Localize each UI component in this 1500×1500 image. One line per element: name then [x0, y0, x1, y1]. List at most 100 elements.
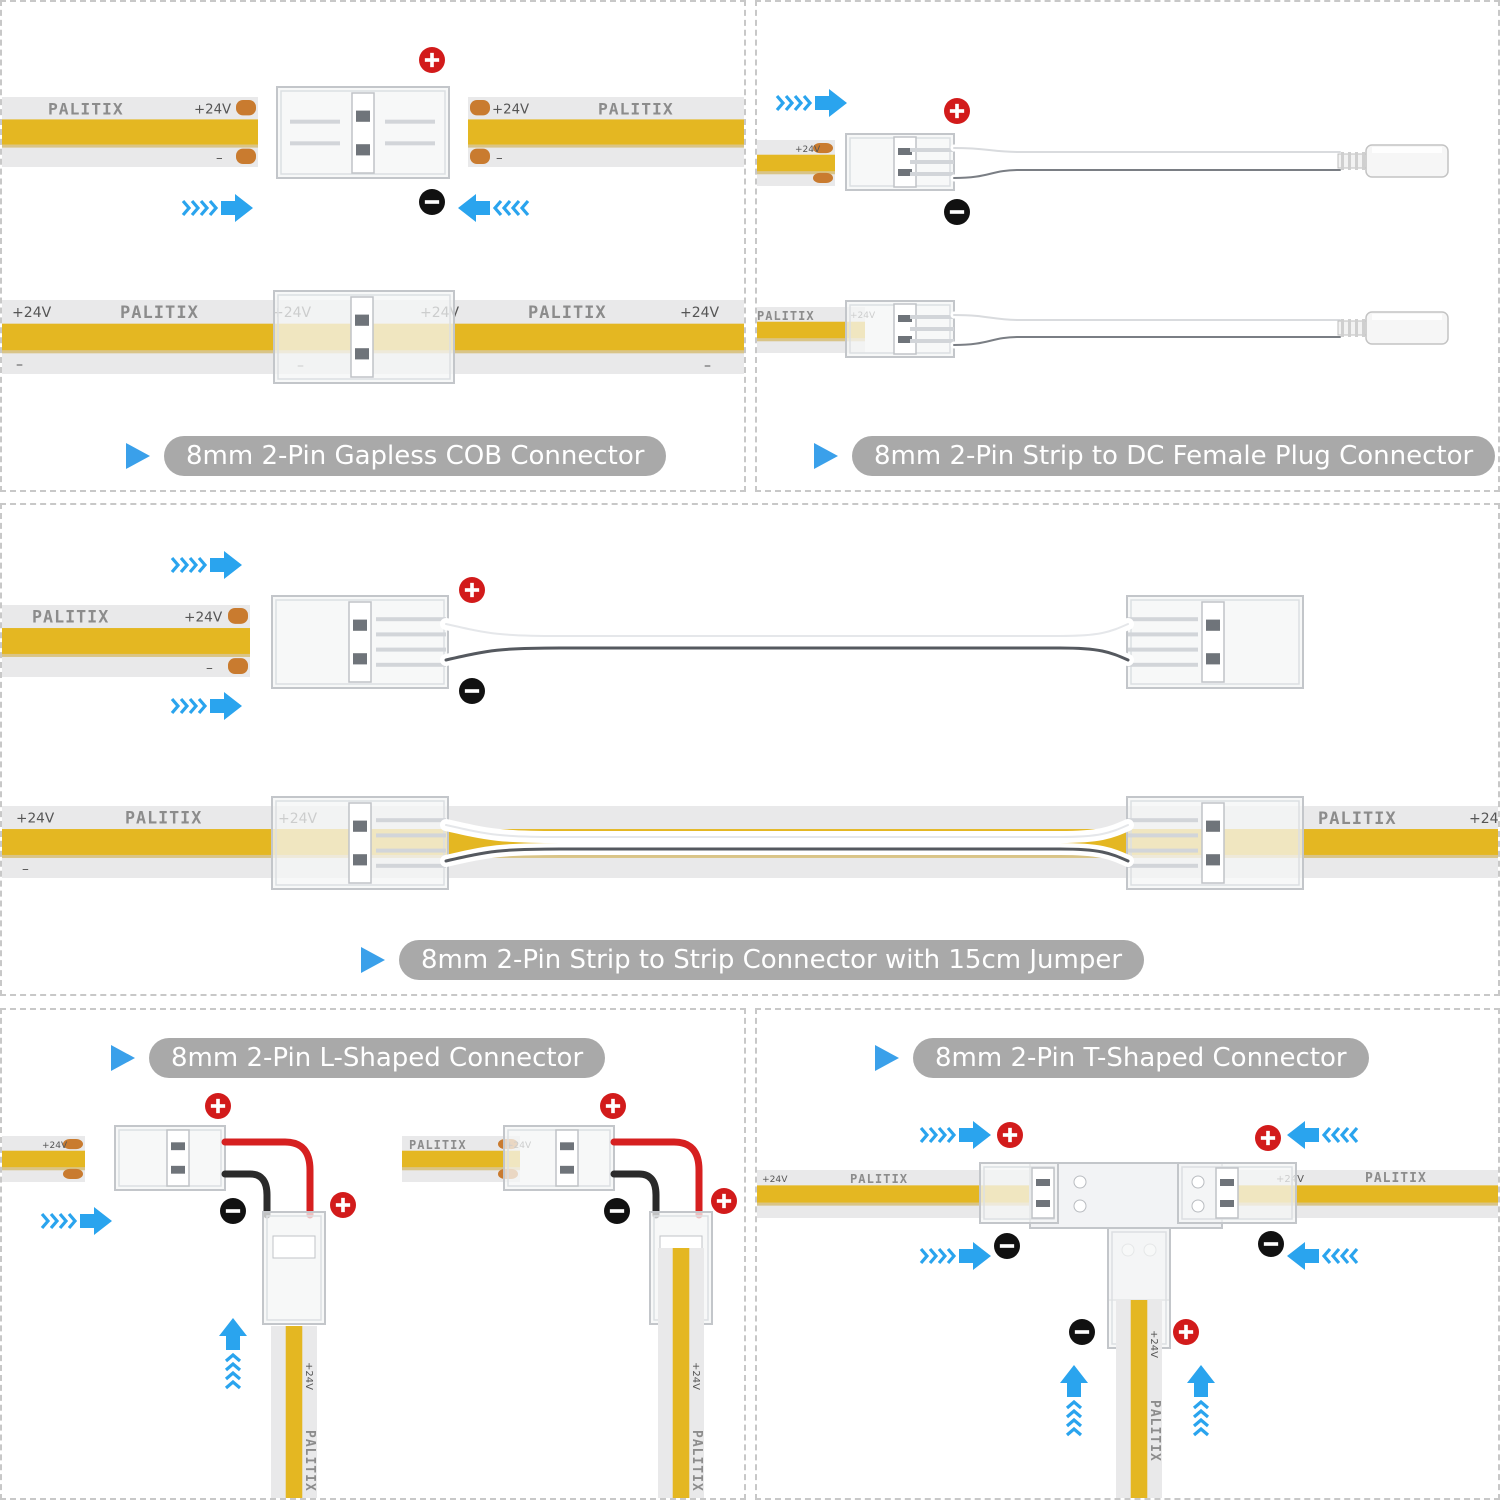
brand-label: PALITIX — [689, 1430, 704, 1492]
minus-circle-icon — [994, 1233, 1020, 1259]
brand-label: PALITIX — [48, 99, 124, 118]
caption-gapless: 8mm 2-Pin Gapless COB Connector — [126, 436, 667, 476]
cable-black-stripe — [953, 336, 1341, 346]
strip-shadow — [2, 1167, 85, 1171]
caption-jumper: 8mm 2-Pin Strip to Strip Connector with … — [361, 940, 1145, 980]
rib — [376, 833, 446, 838]
badge-bar-vertical — [341, 1197, 345, 1213]
arrow-head — [815, 89, 847, 117]
copper-pad-negative — [228, 658, 248, 674]
contact-pin-positive — [560, 1142, 574, 1151]
copper-pad-negative — [470, 148, 490, 164]
strip-shadow — [2, 854, 1498, 858]
play-triangle-icon — [126, 443, 150, 469]
chevron — [197, 697, 208, 715]
chevron — [519, 199, 530, 217]
rib — [1128, 863, 1198, 868]
plus-circle-icon — [1173, 1319, 1199, 1345]
voltage-label: +24V — [1148, 1330, 1159, 1358]
chevron — [784, 94, 795, 112]
copper-pad-positive — [228, 608, 248, 624]
latch-body — [348, 802, 372, 884]
negative-label: – — [22, 861, 29, 877]
contact-pin-negative — [898, 336, 912, 343]
play-triangle-icon — [111, 1045, 135, 1071]
housing-inner-edge — [1181, 1166, 1293, 1220]
latch-clip — [1201, 601, 1225, 683]
chevron — [1065, 1426, 1083, 1437]
copper-pad-positive — [236, 100, 256, 116]
plus-circle-icon — [205, 1093, 231, 1119]
rib — [910, 160, 954, 164]
chevron — [1330, 1247, 1341, 1265]
panel-gapless-connector — [0, 0, 746, 492]
chevron — [802, 94, 813, 112]
arrow-head — [210, 692, 242, 720]
badge-bar — [424, 200, 440, 204]
latch-body — [350, 296, 374, 378]
chevron — [1192, 1408, 1210, 1419]
strip-shadow — [402, 1167, 520, 1171]
chevron — [946, 1126, 957, 1144]
chevron — [190, 199, 201, 217]
chevron — [928, 1126, 939, 1144]
dc-female-plug — [1337, 144, 1449, 178]
cob-led-strip: +24V — [757, 140, 835, 186]
chevron — [224, 1370, 242, 1381]
latch-clip — [348, 802, 372, 884]
strip-phosphor — [757, 154, 835, 172]
chevron — [224, 1379, 242, 1390]
strip-shadow — [468, 144, 744, 148]
rib — [1128, 617, 1198, 622]
chevron — [224, 1352, 242, 1363]
plug-highlight — [1372, 147, 1442, 153]
copper-pad-positive — [813, 143, 833, 154]
caption-dc-plug: 8mm 2-Pin Strip to DC Female Plug Connec… — [814, 436, 1496, 476]
copper-pad-negative — [236, 148, 256, 164]
arrow-head — [1187, 1365, 1215, 1397]
arrow-head — [1287, 1121, 1319, 1149]
badge-bar-vertical — [470, 582, 474, 598]
latch-body — [348, 601, 372, 683]
badge-bar — [949, 210, 965, 214]
housing-inner-edge — [266, 1215, 322, 1321]
brand-label: PALITIX — [1147, 1400, 1162, 1462]
chevron — [937, 1247, 948, 1265]
cob-led-strip: PALITIX+24V — [402, 1136, 532, 1182]
rib — [1128, 848, 1198, 853]
contact-pin-negative — [353, 653, 367, 665]
negative-label: – — [496, 151, 503, 166]
housing-inner-edge — [1130, 800, 1300, 886]
rib — [376, 647, 446, 652]
housing-inner-edge — [275, 599, 445, 685]
grip-ring — [1362, 319, 1365, 337]
gapless-connector-drawing: PALITIX+24V–PALITIX+24V–PALITIX+24V–+24V… — [2, 47, 744, 384]
housing-ribs — [910, 315, 954, 343]
housing-ribs — [910, 148, 954, 176]
minus-circle-icon — [220, 1198, 246, 1224]
strip-phosphor — [757, 321, 865, 339]
chevron — [197, 556, 208, 574]
voltage-label: +24V — [303, 1362, 314, 1390]
grip-ring — [1362, 152, 1365, 170]
contact-dot — [1073, 1199, 1087, 1213]
strip-shadow — [757, 171, 835, 175]
contact-pin-positive — [355, 314, 369, 326]
badge-bar — [1074, 1330, 1090, 1334]
chevron — [1330, 1126, 1341, 1144]
latch-body — [1201, 601, 1225, 683]
latch-clip — [351, 92, 375, 174]
l-connector-output — [262, 1211, 326, 1325]
housing-inner-edge — [1130, 599, 1300, 685]
chevron — [928, 1247, 939, 1265]
rib — [1128, 632, 1198, 637]
chevron — [492, 199, 503, 217]
jumper-wire-negative-outline — [440, 642, 1134, 666]
badge-bar-vertical — [955, 103, 959, 119]
grip-ring — [1341, 152, 1344, 170]
caption-l-shaped: 8mm 2-Pin L-Shaped Connector — [111, 1038, 606, 1078]
strip-phosphor — [285, 1326, 303, 1498]
jumper-wire-positive-edge — [445, 824, 1129, 838]
caption-label: 8mm 2-Pin Strip to DC Female Plug Connec… — [852, 436, 1496, 476]
